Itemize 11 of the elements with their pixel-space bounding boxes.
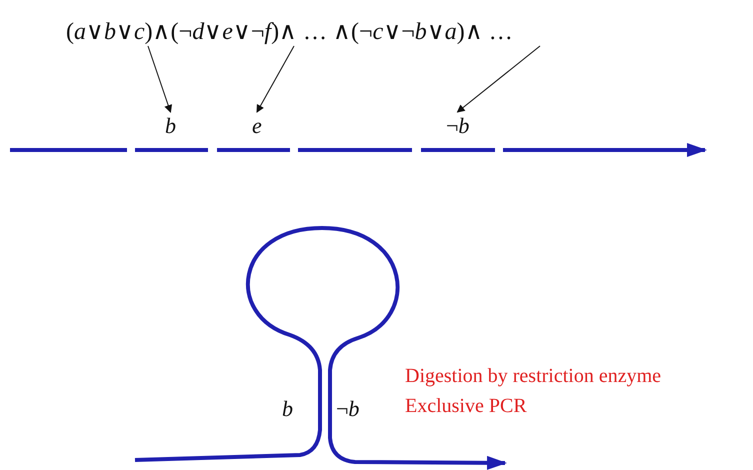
formula-text: (a∨b∨c)∧(¬d∨e∨¬f)∧ … ∧(¬c∨¬b∨a)∧ … [66,20,513,44]
literal-label: b [165,115,176,137]
note-text: Digestion by restriction enzyme [405,366,662,386]
literal-label: ¬b [446,115,470,137]
strand-label: b [282,398,293,420]
note-text: Exclusive PCR [405,396,527,416]
arrow [456,46,540,113]
arrow [148,46,172,113]
strand-label: ¬b [336,398,360,420]
literal-label: e [252,115,262,137]
arrow [256,46,294,113]
